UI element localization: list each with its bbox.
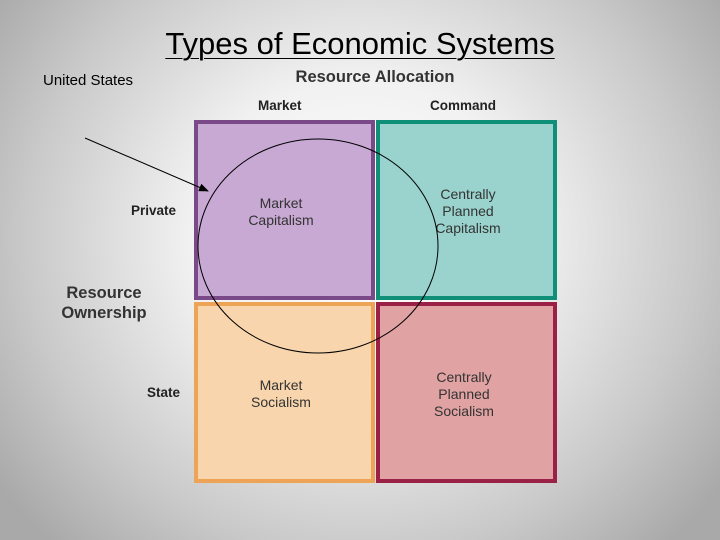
quadrant-label-market-socialism: Market Socialism [251, 377, 311, 410]
quadrant-label-centrally-planned-capitalism: Centrally Planned Capitalism [435, 186, 501, 236]
quadrant-label-market-capitalism: Market Capitalism [248, 195, 314, 228]
resource-allocation-label: Resource Allocation [295, 68, 455, 86]
quadrant-market-capitalism [194, 120, 375, 300]
column-label-market: Market [258, 98, 302, 113]
quadrant-centrally-planned-capitalism [376, 120, 557, 300]
united-states-arrow [84, 137, 209, 192]
quadrant-label-centrally-planned-socialism: Centrally Planned Socialism [434, 369, 494, 419]
united-states-ellipse [197, 138, 439, 354]
resource-ownership-label: Resource Ownership [61, 284, 147, 322]
row-label-state: State [147, 385, 181, 400]
quadrant-centrally-planned-socialism [376, 302, 557, 483]
row-label-private: Private [131, 203, 177, 218]
united-states-label: United States [43, 72, 134, 89]
quadrant-market-socialism [194, 302, 375, 483]
slide-title: Types of Economic Systems [165, 26, 555, 61]
column-label-command: Command [430, 98, 497, 113]
